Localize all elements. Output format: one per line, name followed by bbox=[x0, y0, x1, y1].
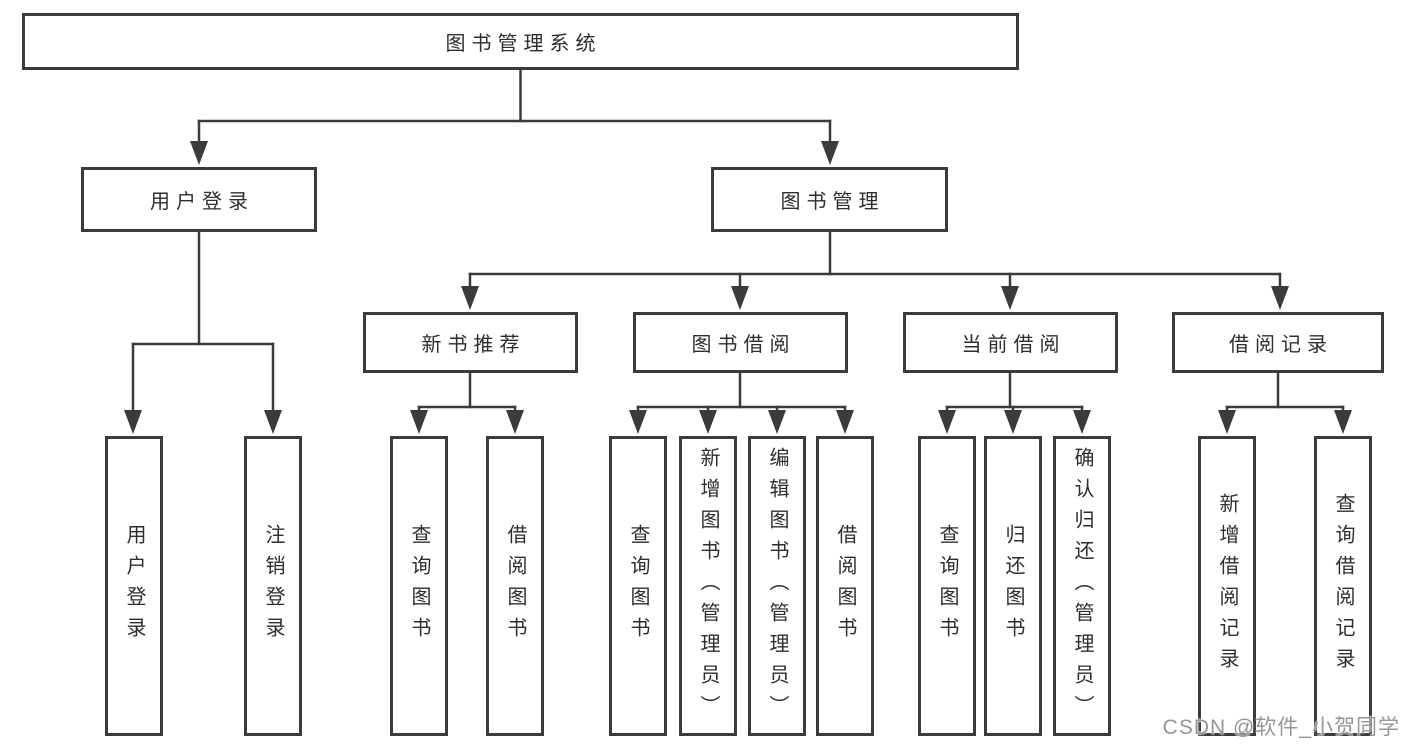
arrowhead bbox=[1271, 286, 1289, 310]
connector-bookborrow-to-leaves bbox=[629, 371, 854, 434]
connector-userlogin-to-leaves bbox=[124, 230, 282, 434]
node-user-login-label: 用户登录 bbox=[150, 191, 254, 213]
arrowhead bbox=[938, 410, 956, 434]
arrowhead bbox=[506, 410, 524, 434]
leaf-borrow-add: 新增图书（管理员） bbox=[679, 436, 737, 736]
leaf-newbook-query: 查询图书 bbox=[390, 436, 448, 736]
leaf-records-query-label: 查询借阅记录 bbox=[1332, 493, 1354, 679]
leaf-records-add-label: 新增借阅记录 bbox=[1216, 493, 1238, 679]
leaf-current-query: 查询图书 bbox=[918, 436, 976, 736]
arrowhead bbox=[1218, 410, 1236, 434]
node-current-borrow: 当前借阅 bbox=[903, 312, 1118, 373]
node-root-label: 图书管理系统 bbox=[445, 33, 602, 55]
leaf-borrow-query-label: 查询图书 bbox=[627, 524, 649, 648]
leaf-borrow-edit-label: 编辑图书（管理员） bbox=[766, 446, 788, 726]
leaf-user-login: 用户登录 bbox=[105, 436, 163, 736]
leaf-current-query-label: 查询图书 bbox=[936, 524, 958, 648]
leaf-current-return-label: 归还图书 bbox=[1002, 524, 1024, 648]
leaf-records-add: 新增借阅记录 bbox=[1198, 436, 1256, 736]
arrowhead bbox=[264, 410, 282, 434]
arrowhead bbox=[1334, 410, 1352, 434]
leaf-current-confirm-label: 确认归还（管理员） bbox=[1071, 446, 1093, 726]
node-book-mgmt-label: 图书管理 bbox=[780, 191, 885, 213]
watermark: CSDN @软件_小贺同学 bbox=[1162, 716, 1400, 739]
node-book-borrow-label: 图书借阅 bbox=[691, 334, 796, 356]
arrowhead bbox=[821, 141, 839, 165]
connector-root-to-level1 bbox=[190, 68, 839, 165]
node-user-login: 用户登录 bbox=[81, 167, 317, 232]
leaf-logout-label: 注销登录 bbox=[262, 524, 284, 648]
leaf-records-query: 查询借阅记录 bbox=[1314, 436, 1372, 736]
arrowhead bbox=[731, 286, 749, 310]
arrowhead bbox=[629, 410, 647, 434]
connector-borrowrecords-to-leaves bbox=[1218, 371, 1352, 434]
leaf-borrow-edit: 编辑图书（管理员） bbox=[748, 436, 806, 736]
node-new-book-label: 新书推荐 bbox=[421, 334, 526, 356]
arrowhead bbox=[461, 286, 479, 310]
arrowhead bbox=[1004, 410, 1022, 434]
node-book-mgmt: 图书管理 bbox=[711, 167, 948, 232]
leaf-current-return: 归还图书 bbox=[984, 436, 1042, 736]
leaf-logout: 注销登录 bbox=[244, 436, 302, 736]
node-borrow-records: 借阅记录 bbox=[1172, 312, 1384, 373]
node-borrow-records-label: 借阅记录 bbox=[1229, 334, 1333, 356]
leaf-borrow-borrow: 借阅图书 bbox=[816, 436, 874, 736]
node-book-borrow: 图书借阅 bbox=[633, 312, 848, 373]
arrowhead bbox=[410, 410, 428, 434]
leaf-borrow-borrow-label: 借阅图书 bbox=[834, 524, 856, 648]
leaf-newbook-borrow-label: 借阅图书 bbox=[504, 524, 526, 648]
connector-currentborrow-to-leaves bbox=[938, 371, 1091, 434]
leaf-borrow-query: 查询图书 bbox=[609, 436, 667, 736]
connector-newbook-to-leaves bbox=[410, 371, 524, 434]
leaf-borrow-add-label: 新增图书（管理员） bbox=[697, 446, 719, 726]
arrowhead bbox=[1073, 410, 1091, 434]
arrowhead bbox=[836, 410, 854, 434]
leaf-user-login-label: 用户登录 bbox=[123, 524, 145, 648]
arrowhead bbox=[1001, 286, 1019, 310]
node-root: 图书管理系统 bbox=[22, 13, 1019, 70]
node-new-book: 新书推荐 bbox=[363, 312, 578, 373]
arrowhead bbox=[124, 410, 142, 434]
leaf-current-confirm: 确认归还（管理员） bbox=[1053, 436, 1111, 736]
leaf-newbook-borrow: 借阅图书 bbox=[486, 436, 544, 736]
leaf-newbook-query-label: 查询图书 bbox=[408, 524, 430, 648]
node-current-borrow-label: 当前借阅 bbox=[961, 334, 1066, 356]
arrowhead bbox=[190, 141, 208, 165]
arrowhead bbox=[699, 410, 717, 434]
connector-bookmgmt-to-level2 bbox=[461, 230, 1289, 310]
arrowhead bbox=[768, 410, 786, 434]
